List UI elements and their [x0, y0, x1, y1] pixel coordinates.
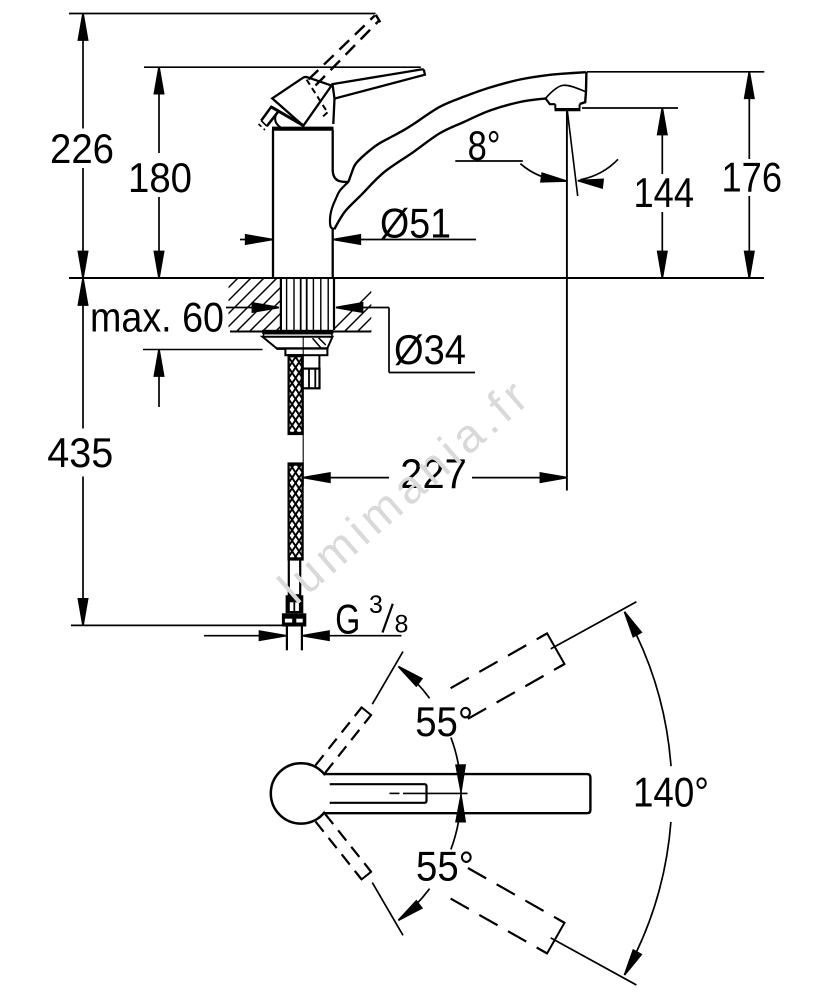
svg-text:lumimania.fr: lumimania.fr: [268, 366, 541, 613]
svg-text:227: 227: [400, 450, 467, 497]
svg-text:55°: 55°: [415, 698, 473, 745]
svg-text:Ø34: Ø34: [394, 326, 466, 373]
svg-text:176: 176: [722, 153, 783, 200]
svg-text:Ø51: Ø51: [380, 200, 451, 247]
svg-text:3: 3: [369, 591, 383, 619]
svg-text:180: 180: [128, 154, 192, 201]
svg-text:8°: 8°: [468, 122, 501, 169]
svg-text:140°: 140°: [633, 769, 709, 816]
svg-text:8: 8: [395, 610, 409, 638]
svg-text:55°: 55°: [416, 842, 474, 889]
svg-text:max. 60: max. 60: [90, 294, 224, 341]
svg-text:144: 144: [634, 169, 695, 216]
svg-text:226: 226: [50, 125, 114, 172]
svg-text:435: 435: [47, 429, 113, 476]
svg-text:G: G: [335, 595, 360, 642]
